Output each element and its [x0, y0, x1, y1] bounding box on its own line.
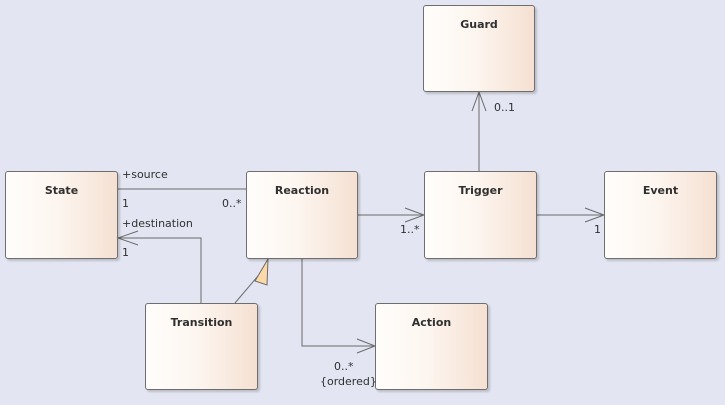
destination-role-label: +destination — [122, 217, 193, 230]
event-multiplicity: 1 — [594, 223, 601, 236]
class-name: Trigger — [458, 184, 503, 197]
generalization-triangle-icon — [254, 258, 269, 286]
class-name: Action — [411, 316, 452, 329]
class-name: Reaction — [274, 184, 330, 197]
arrowhead-state — [116, 230, 139, 246]
association-reaction-action[interactable] — [301, 259, 375, 347]
reaction-multiplicity: 0..* — [222, 197, 242, 210]
class-action[interactable]: Action — [375, 303, 488, 390]
source-role-label: +source — [122, 168, 168, 181]
class-name: Transition — [170, 316, 233, 329]
action-multiplicity: 0..* — [334, 360, 354, 373]
association-transition-state[interactable] — [118, 237, 202, 303]
generalization-transition-reaction[interactable] — [234, 275, 259, 304]
class-event[interactable]: Event — [604, 171, 717, 259]
class-name: Event — [642, 184, 679, 197]
class-trigger[interactable]: Trigger — [424, 171, 537, 259]
class-guard[interactable]: Guard — [423, 5, 535, 92]
class-name: Guard — [460, 18, 498, 31]
class-reaction[interactable]: Reaction — [246, 171, 358, 259]
action-constraint: {ordered} — [320, 375, 377, 388]
class-state[interactable]: State — [5, 171, 118, 259]
trigger-multiplicity: 1..* — [400, 223, 420, 236]
arrowhead-guard — [471, 90, 487, 112]
class-name: State — [44, 184, 79, 197]
guard-multiplicity: 0..1 — [494, 101, 515, 114]
class-transition[interactable]: Transition — [145, 303, 258, 390]
destination-multiplicity: 1 — [122, 246, 129, 259]
source-multiplicity: 1 — [122, 197, 129, 210]
